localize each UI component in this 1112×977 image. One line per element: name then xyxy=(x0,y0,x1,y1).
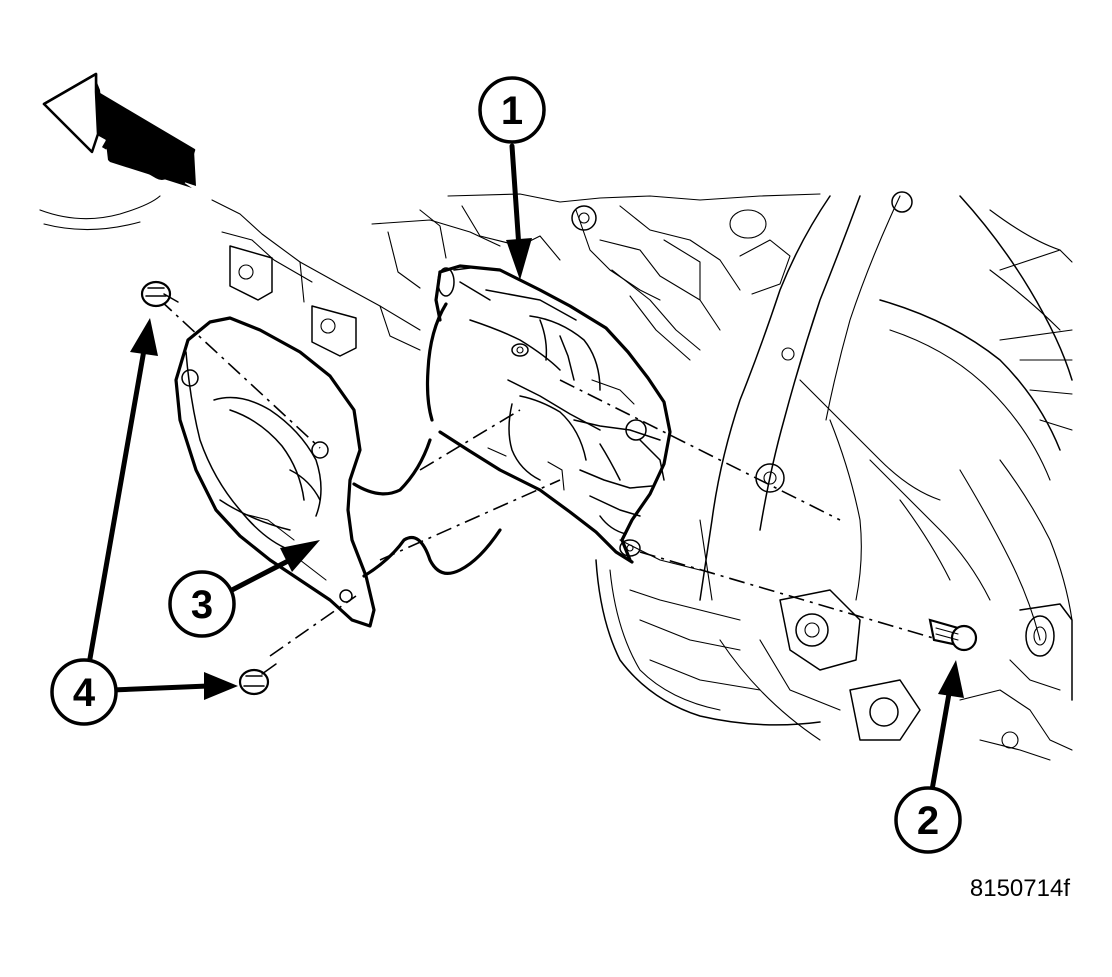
callout-1: 1 xyxy=(478,76,546,144)
callout-4: 4 xyxy=(50,658,118,726)
callout-leaders xyxy=(85,143,964,793)
callout-3-number: 3 xyxy=(191,583,213,627)
wire-lower xyxy=(362,528,502,578)
callout-3: 3 xyxy=(168,570,236,638)
forward-arrow-icon: FWD xyxy=(42,72,196,192)
starter-motor xyxy=(425,264,672,564)
callout-1-number: 1 xyxy=(501,89,523,133)
starter-bolt xyxy=(928,618,978,652)
mounting-bolt-upper xyxy=(140,280,179,308)
figure-id: 8150714f xyxy=(970,875,1070,902)
transmission-housing-outline xyxy=(447,191,1073,761)
callout-4-number: 4 xyxy=(73,671,96,715)
oil-pan-outline xyxy=(595,519,821,726)
callout-2: 2 xyxy=(894,786,962,854)
mounting-bolt-lower xyxy=(238,663,277,696)
callout-2-number: 2 xyxy=(917,799,939,843)
heat-shield xyxy=(174,316,376,628)
wire-shield-to-starter xyxy=(352,438,432,496)
alignment-centerlines xyxy=(159,299,941,657)
engine-block-outline xyxy=(39,195,501,357)
